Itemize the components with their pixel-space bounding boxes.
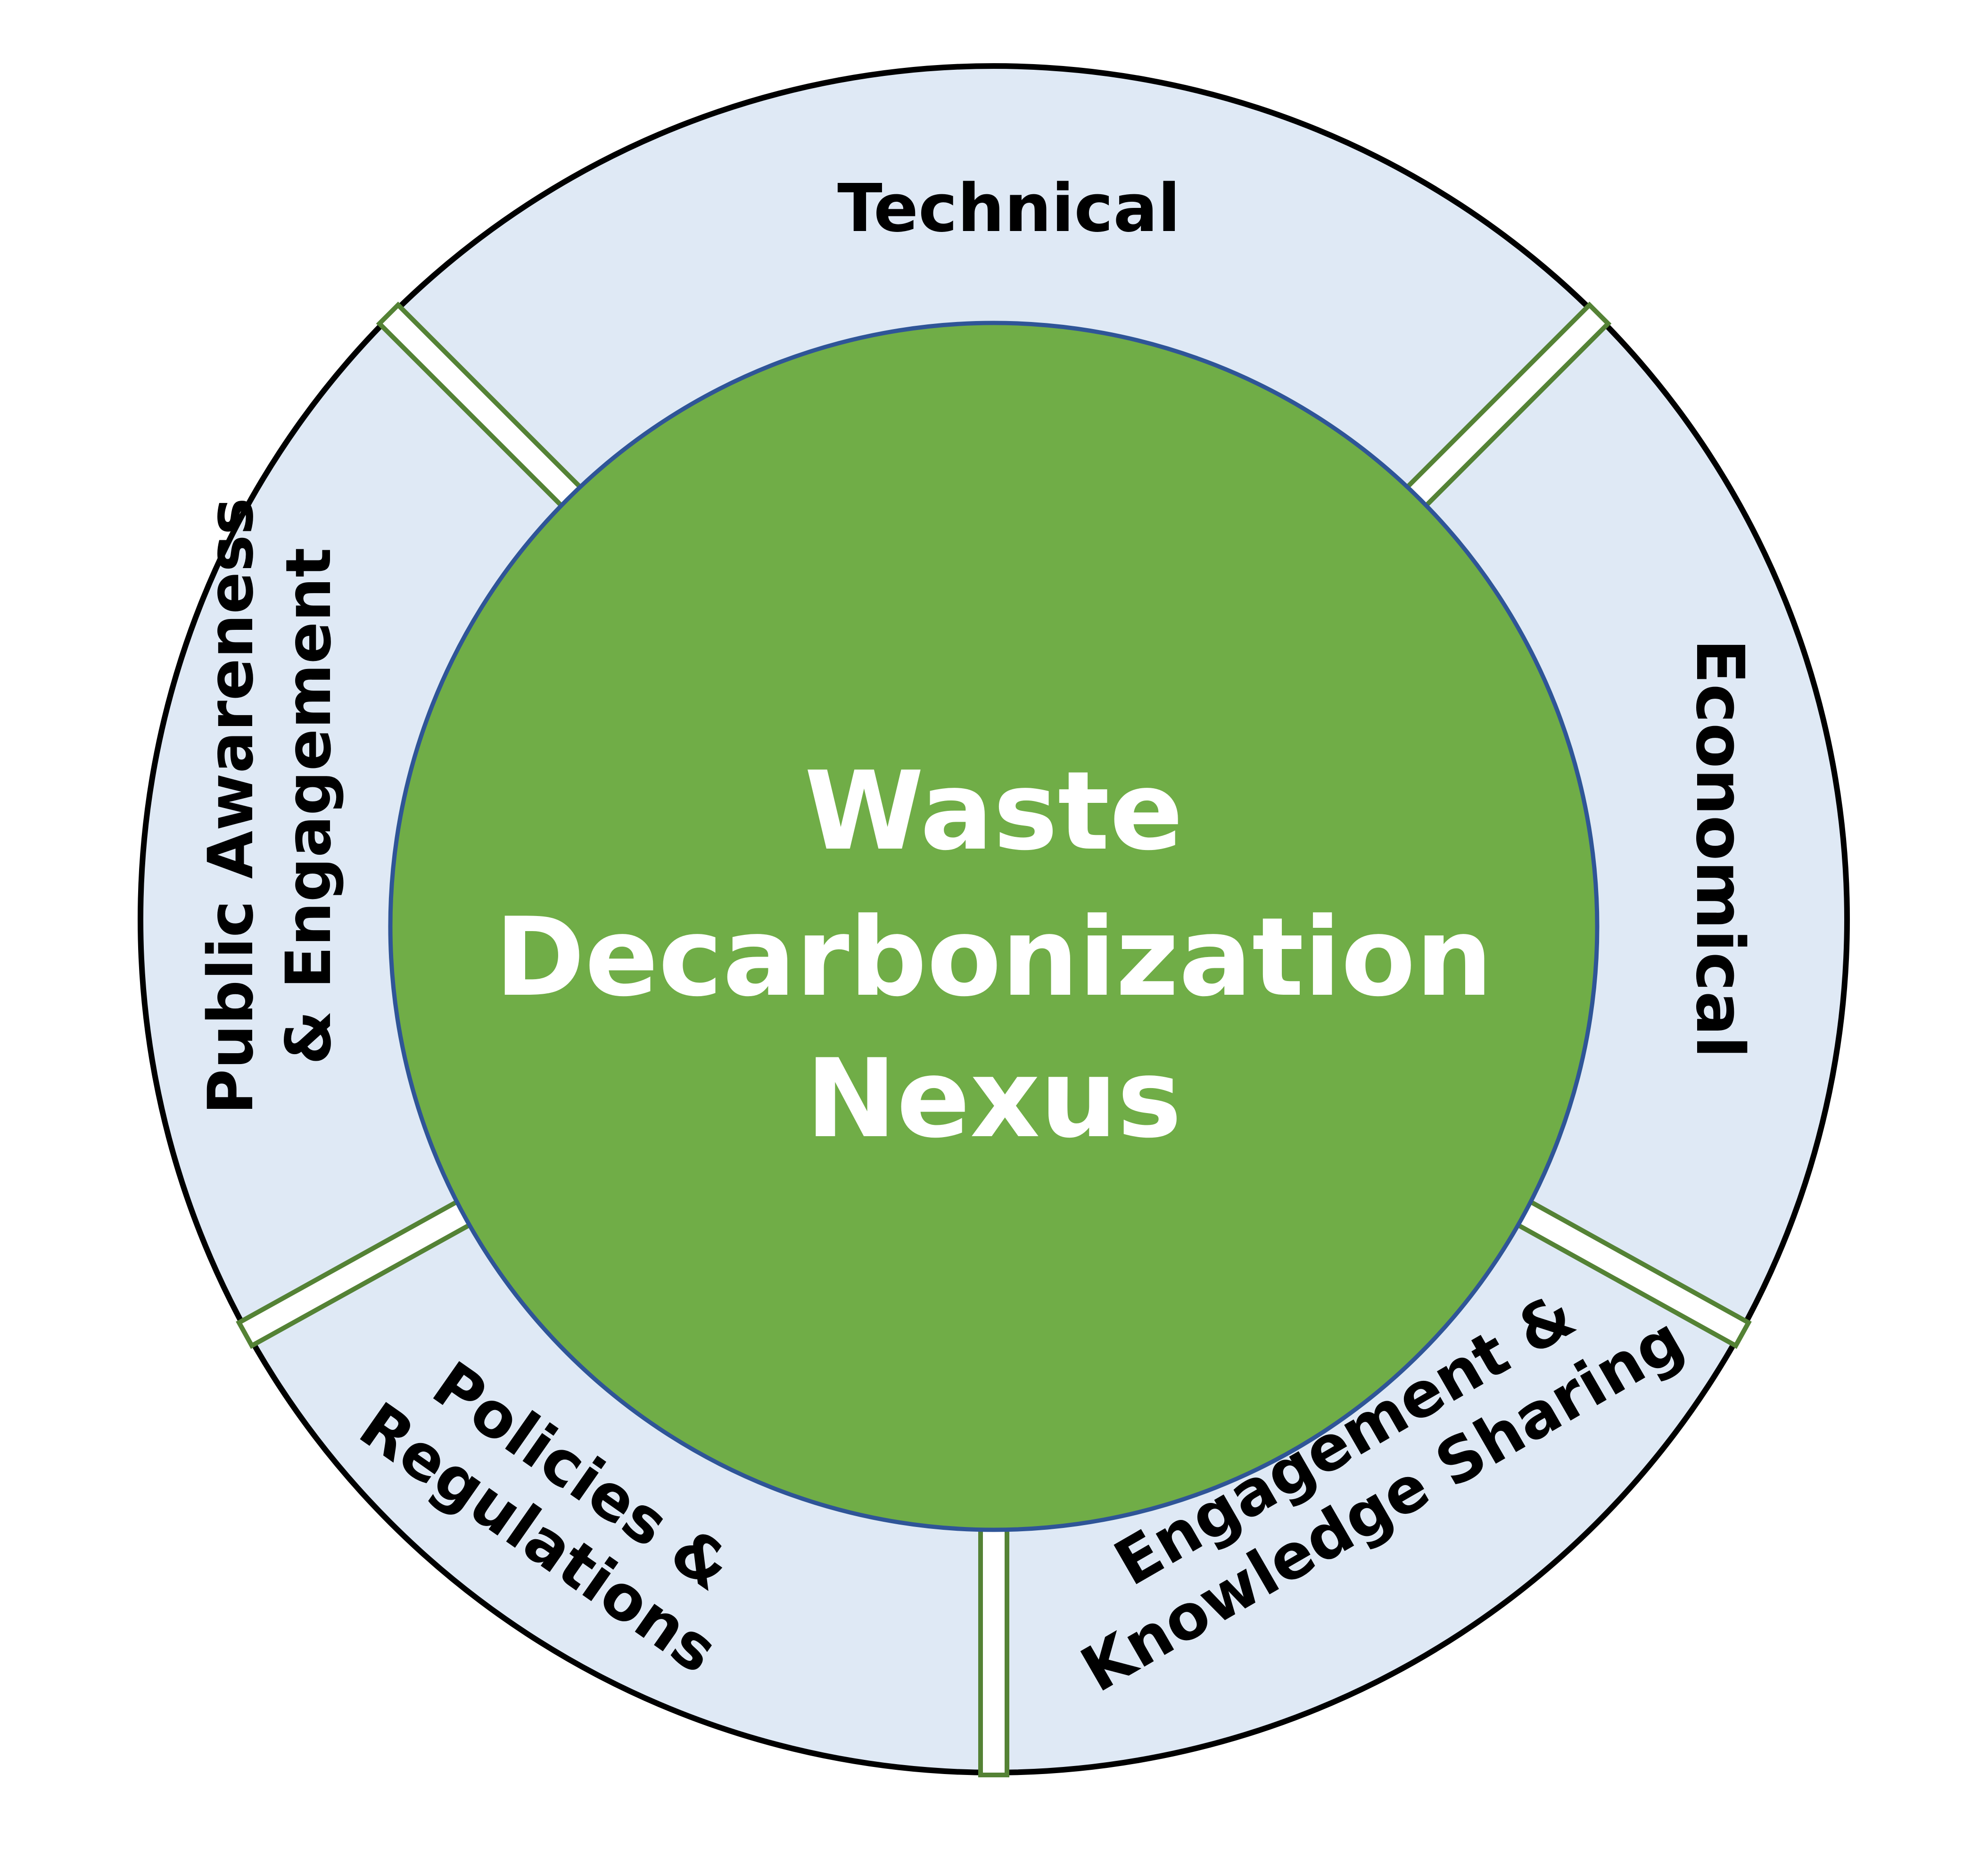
divider-policies-engagement bbox=[978, 1509, 1009, 1777]
segment-dividers bbox=[236, 301, 1752, 1777]
label-public-line-1: Public Awareness bbox=[195, 498, 267, 1114]
center-line-2: Decarbonization bbox=[495, 895, 1493, 1021]
label-public-awareness: Public Awareness & Engagement bbox=[195, 498, 345, 1114]
center-line-3: Nexus bbox=[806, 1036, 1181, 1162]
center-title: Waste Decarbonization Nexus bbox=[495, 749, 1493, 1162]
center-line-1: Waste bbox=[804, 749, 1183, 875]
center-circle bbox=[388, 321, 1600, 1532]
label-technical: Technical bbox=[837, 170, 1180, 247]
label-economical: Economical bbox=[1681, 639, 1758, 1058]
label-public-line-2: & Engagement bbox=[272, 548, 345, 1065]
